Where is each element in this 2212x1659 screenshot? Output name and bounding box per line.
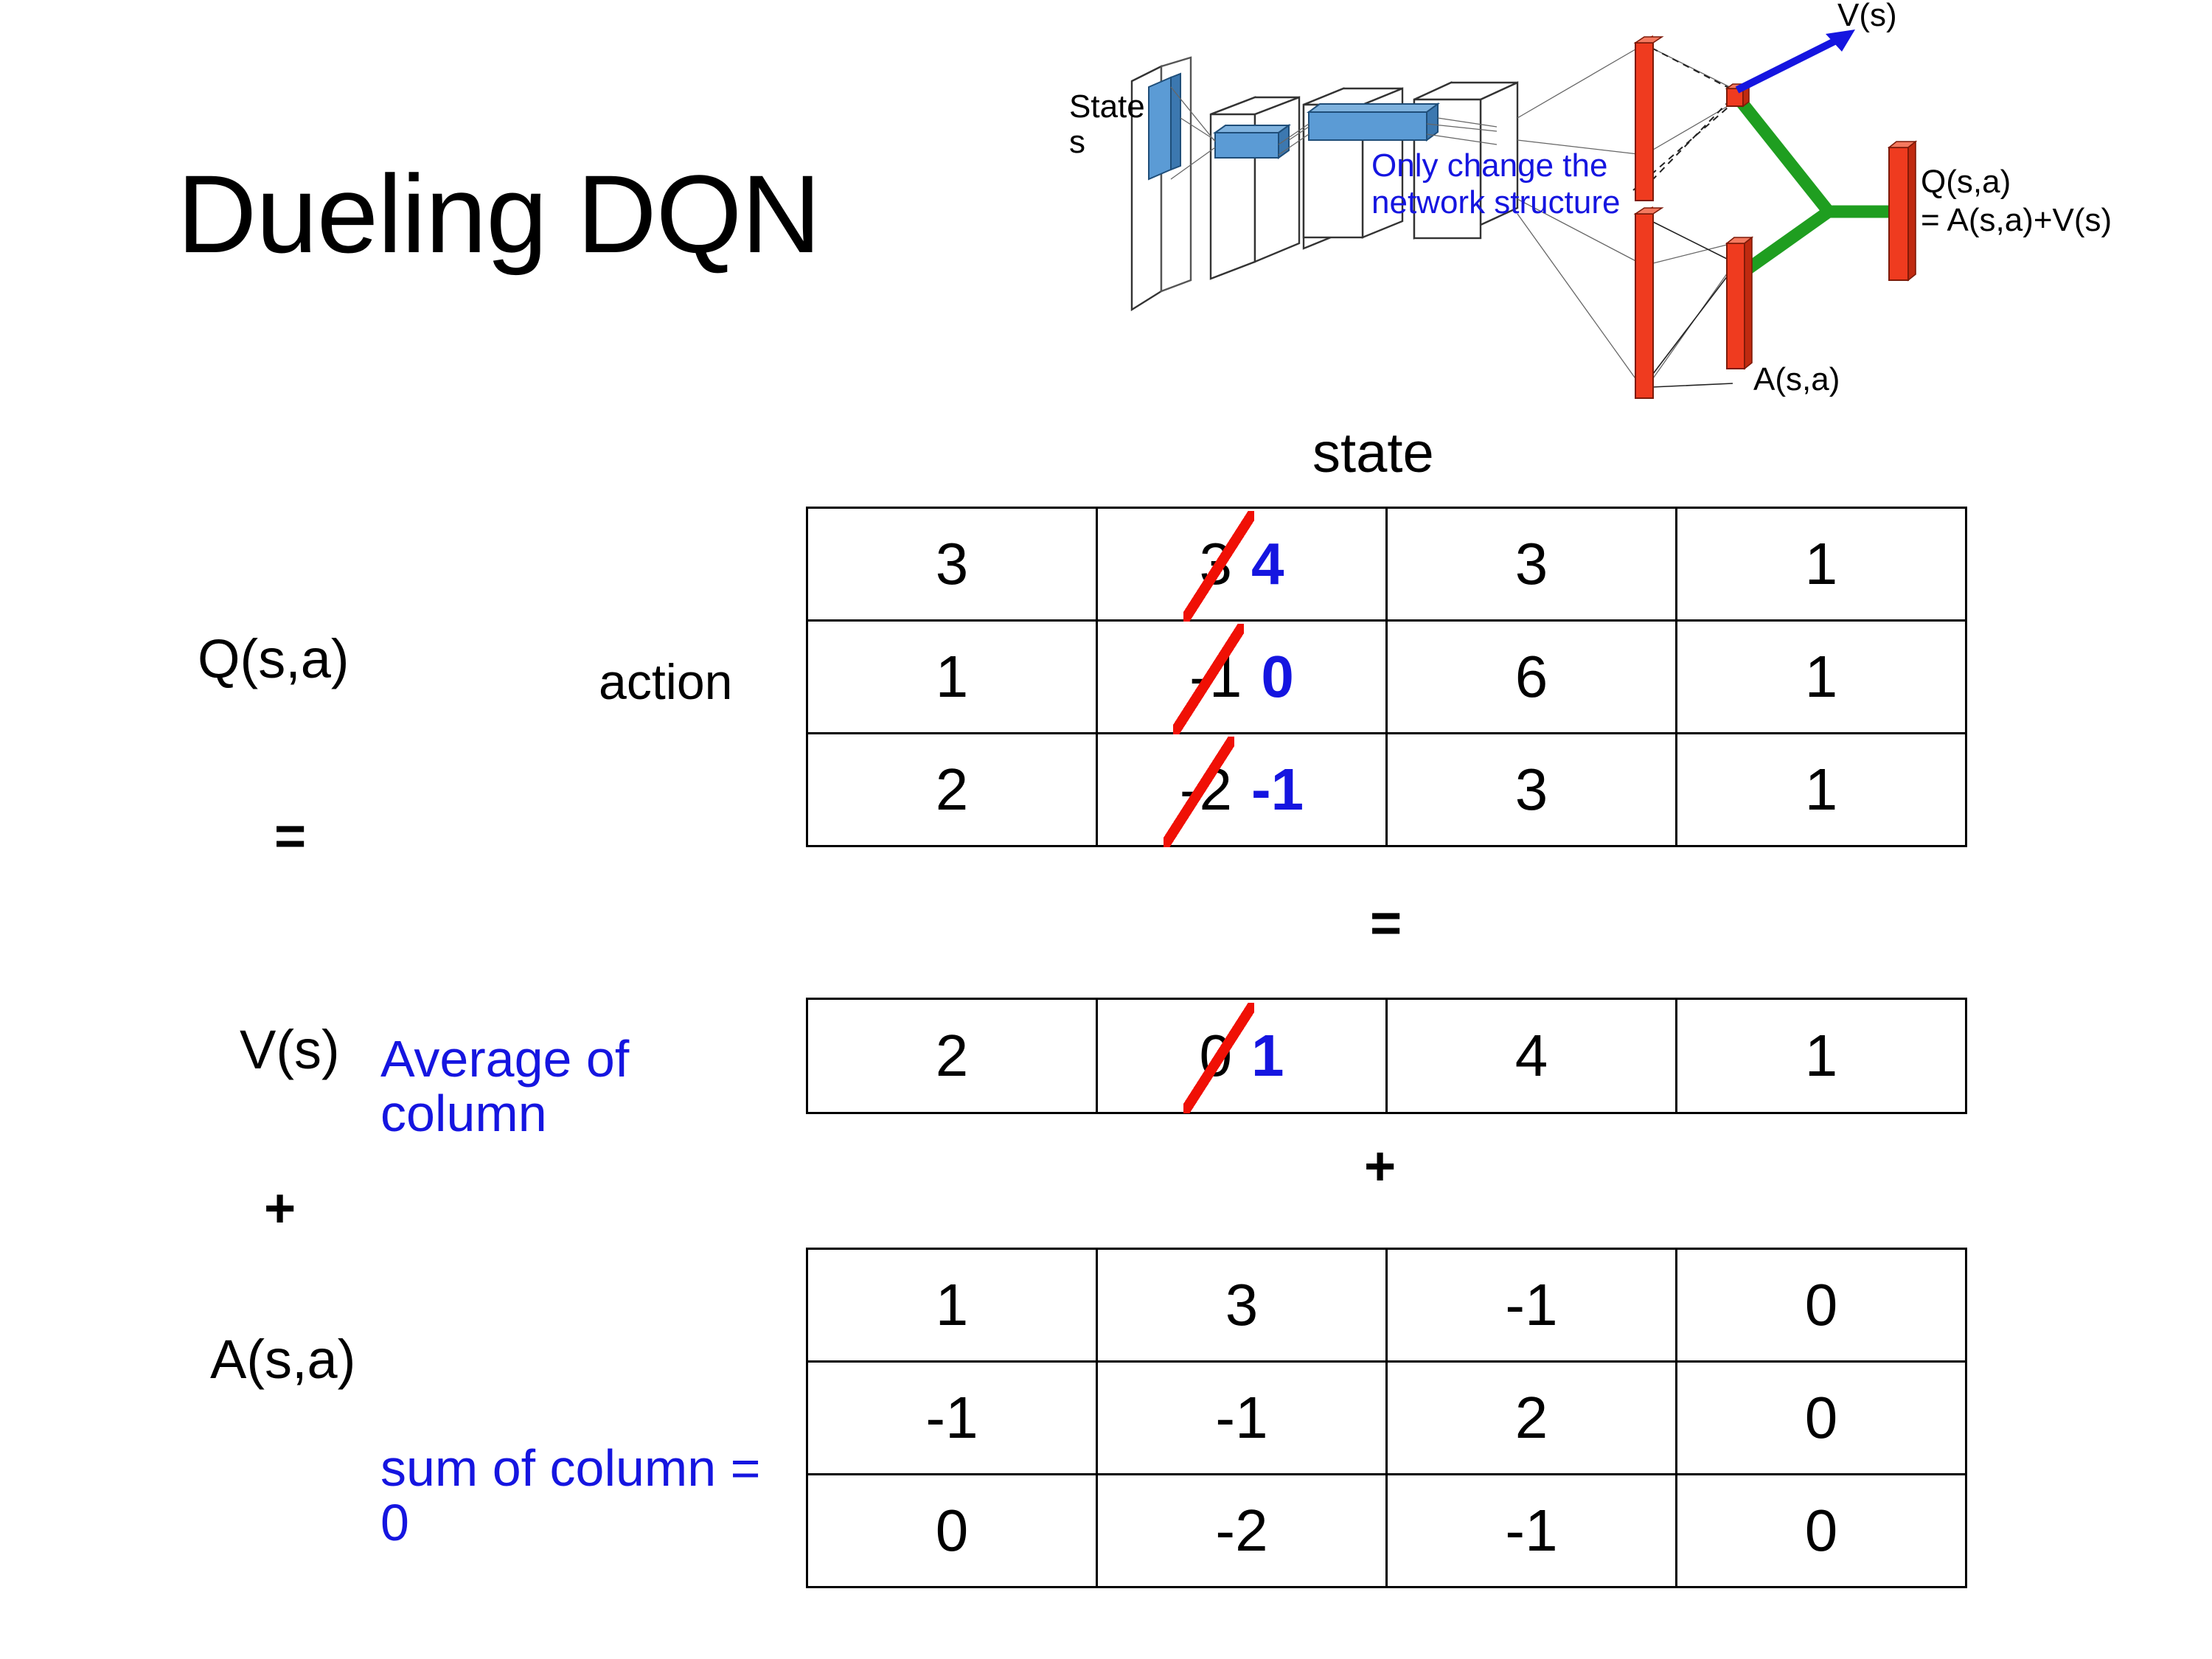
diagram-input-label-state: State	[1069, 88, 1145, 125]
table-row: 3 3 4 3 1	[806, 507, 1967, 622]
plus-sign-left: +	[264, 1178, 296, 1239]
v-cell-c0: 2	[806, 998, 1098, 1114]
q-cell-r2c3: 1	[1675, 732, 1967, 847]
v-cell-c1-new-value: 1	[1251, 1023, 1284, 1088]
diagram-input-label-s: s	[1069, 124, 1085, 160]
v-value-table: 2 0 1 4 1	[806, 998, 1967, 1114]
q-cell-r0c1-new-value: 4	[1251, 531, 1284, 597]
q-cell-r1c1-old-value: -1	[1173, 624, 1245, 734]
action-axis-label: action	[599, 654, 733, 710]
state-axis-label: state	[1312, 422, 1434, 484]
q-cell-r2c1-new-value: -1	[1251, 757, 1304, 822]
table-row: 2 -2 -1 3 1	[806, 732, 1967, 847]
q-cell-r2c2: 3	[1385, 732, 1677, 847]
table-row: 2 0 1 4 1	[806, 998, 1967, 1114]
a-cell-r1c1: -1	[1096, 1360, 1388, 1475]
dueling-network-diagram: State s Only change the network structur…	[1069, 0, 2212, 413]
a-cell-r1c0: -1	[806, 1360, 1098, 1475]
q-cell-r1c1-new-value: 0	[1261, 644, 1294, 709]
q-cell-r0c1-old-value: 3	[1183, 511, 1253, 622]
q-cell-r0c3: 1	[1675, 507, 1967, 622]
table-row: 1 3 -1 0	[806, 1248, 1967, 1363]
a-cell-r0c1: 3	[1096, 1248, 1388, 1363]
a-cell-r0c0: 1	[806, 1248, 1098, 1363]
diagram-advantage-head-label: A(s,a)	[1753, 361, 1840, 397]
q-cell-r2c1: -2 -1	[1096, 732, 1388, 847]
a-cell-r2c3: 0	[1675, 1473, 1967, 1588]
a-cell-r2c1: -2	[1096, 1473, 1388, 1588]
q-cell-r1c0: 1	[806, 619, 1098, 734]
v-cell-c1: 0 1	[1096, 998, 1388, 1114]
v-cell-c3: 1	[1675, 998, 1967, 1114]
a-cell-r1c2: 2	[1385, 1360, 1677, 1475]
a-cell-r2c0: 0	[806, 1473, 1098, 1588]
q-cell-r1c2: 6	[1385, 619, 1677, 734]
conv-kernel-icons	[1148, 72, 1441, 181]
diagram-output-label-sum: = A(s,a)+V(s)	[1921, 202, 2112, 238]
a-cell-r2c2: -1	[1385, 1473, 1677, 1588]
diagram-note-line2: network structure	[1371, 184, 1621, 220]
q-function-label: Q(s,a)	[198, 628, 349, 689]
q-cell-r0c0: 3	[806, 507, 1098, 622]
q-merge-green-link	[1736, 97, 1896, 279]
a-cell-r0c3: 0	[1675, 1248, 1967, 1363]
a-function-label: A(s,a)	[210, 1329, 356, 1390]
note-average-of-column: Average of column	[380, 1030, 630, 1142]
a-cell-r1c3: 0	[1675, 1360, 1967, 1475]
advantage-value-table: 1 3 -1 0 -1 -1 2 0 0 -2 -1 0	[806, 1248, 1967, 1588]
red-layer-bars	[1633, 35, 1918, 399]
q-cell-r0c2: 3	[1385, 507, 1677, 622]
table-row: -1 -1 2 0	[806, 1360, 1967, 1475]
equals-sign-between-tables: =	[1370, 892, 1402, 953]
q-cell-r2c1-old-value: -2	[1163, 737, 1235, 847]
diagram-note-line1: Only change the	[1371, 147, 1608, 184]
equals-sign-left: =	[274, 805, 307, 866]
q-cell-r2c0: 2	[806, 732, 1098, 847]
q-value-table: 3 3 4 3 1 1 -1 0 6 1 2	[806, 507, 1967, 847]
q-cell-r0c1: 3 4	[1096, 507, 1388, 622]
diagram-output-label-q: Q(s,a)	[1921, 164, 2011, 200]
table-row: 0 -2 -1 0	[806, 1473, 1967, 1588]
a-cell-r0c2: -1	[1385, 1248, 1677, 1363]
plus-sign-between-tables: +	[1364, 1135, 1397, 1197]
page-title: Dueling DQN	[177, 152, 821, 276]
network-diagram-svg	[1130, 29, 1918, 399]
v-cell-c2: 4	[1385, 998, 1677, 1114]
note-sum-of-column: sum of column = 0	[380, 1439, 761, 1551]
v-function-label: V(s)	[240, 1019, 340, 1080]
q-cell-r1c3: 1	[1675, 619, 1967, 734]
value-arrow-icon	[1735, 29, 1855, 94]
diagram-value-head-label: V(s)	[1837, 0, 1897, 33]
q-cell-r1c1: -1 0	[1096, 619, 1388, 734]
table-row: 1 -1 0 6 1	[806, 619, 1967, 734]
v-cell-c1-old-value: 0	[1183, 1003, 1253, 1113]
